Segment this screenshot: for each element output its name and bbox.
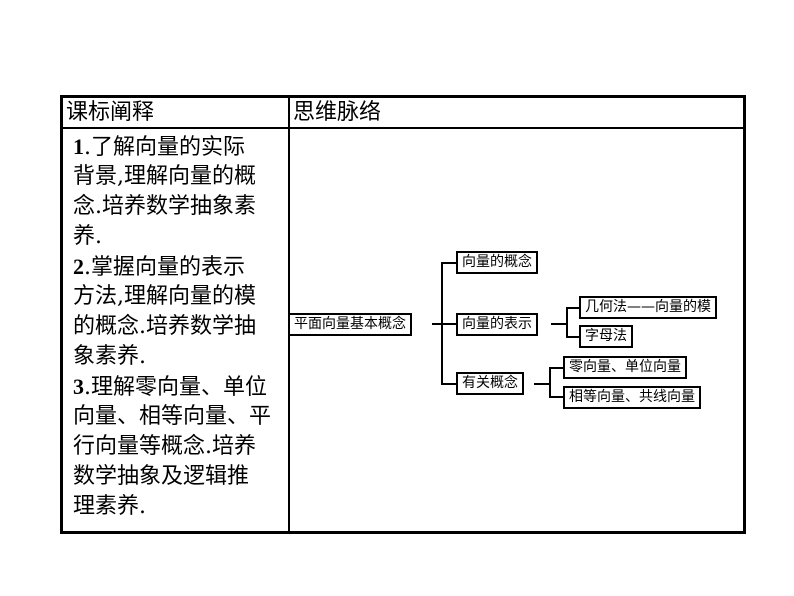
connector (534, 383, 551, 385)
connector (566, 307, 568, 338)
objective-number: 2 (73, 254, 84, 279)
objective-line: 念.培养数学抽象素 (73, 192, 271, 222)
objective-line: 2.掌握向量的表示 (73, 252, 271, 282)
objective-text: .理解零向量、单位 (84, 375, 267, 400)
objective-line: 1.了解向量的实际 (73, 132, 271, 162)
header-curriculum: 课标阐释 (66, 100, 155, 125)
connector (432, 323, 457, 325)
objective-number: 3 (73, 374, 84, 399)
objective-line: 3.理解零向量、单位 (73, 372, 271, 402)
objective-text: .掌握向量的表示 (84, 255, 245, 280)
objective-line: 理素养. (73, 492, 271, 522)
objective-number: 1 (73, 134, 84, 159)
node-concept: 向量的概念 (456, 251, 538, 274)
objective-line: 背景,理解向量的概 (73, 162, 271, 192)
connector (441, 383, 457, 385)
content-table: 课标阐释 思维脉络 1.了解向量的实际背景,理解向量的概念.培养数学抽象素养. 2… (60, 95, 746, 534)
objective-text: 行向量等概念.培养 (73, 434, 256, 459)
objective-text: 方法,理解向量的模 (73, 284, 256, 309)
node-root: 平面向量基本概念 (288, 313, 412, 336)
objectives-list: 1.了解向量的实际背景,理解向量的概念.培养数学抽象素养. 2.掌握向量的表示方法… (73, 132, 271, 522)
header-divider (63, 127, 743, 129)
objective-text: 养. (73, 224, 102, 249)
objective-line: 方法,理解向量的模 (73, 282, 271, 312)
node-letter: 字母法 (579, 325, 633, 348)
connector (549, 367, 551, 398)
objective-text: 背景,理解向量的概 (73, 164, 256, 189)
objective-text: 向量、相等向量、平 (73, 404, 272, 429)
node-representation: 向量的表示 (456, 313, 538, 336)
node-related: 有关概念 (456, 372, 524, 395)
node-geometric: 几何法——向量的模 (579, 296, 717, 319)
objective-line: 行向量等概念.培养 (73, 432, 271, 462)
connector (549, 396, 564, 398)
objective-text: 理素养. (73, 494, 146, 519)
objective-line: 向量、相等向量、平 (73, 402, 271, 432)
objective-line: 象素养. (73, 342, 271, 372)
objective-line: 养. (73, 222, 271, 252)
connector (566, 307, 580, 309)
objective-line: 的概念.培养数学抽 (73, 312, 271, 342)
objective-line: 数学抽象及逻辑推 (73, 462, 271, 492)
connector (441, 262, 457, 264)
objective-text: 数学抽象及逻辑推 (73, 464, 250, 489)
connector (566, 336, 580, 338)
node-equal-collinear: 相等向量、共线向量 (563, 386, 701, 409)
node-zero-unit: 零向量、单位向量 (563, 356, 687, 379)
header-mindmap: 思维脉络 (293, 100, 382, 125)
objective-text: 象素养. (73, 344, 146, 369)
objective-text: .了解向量的实际 (84, 135, 245, 160)
connector (549, 367, 564, 369)
connector (551, 323, 567, 325)
objective-text: 念.培养数学抽象素 (73, 194, 256, 219)
objective-text: 的概念.培养数学抽 (73, 314, 256, 339)
connector (441, 262, 443, 385)
